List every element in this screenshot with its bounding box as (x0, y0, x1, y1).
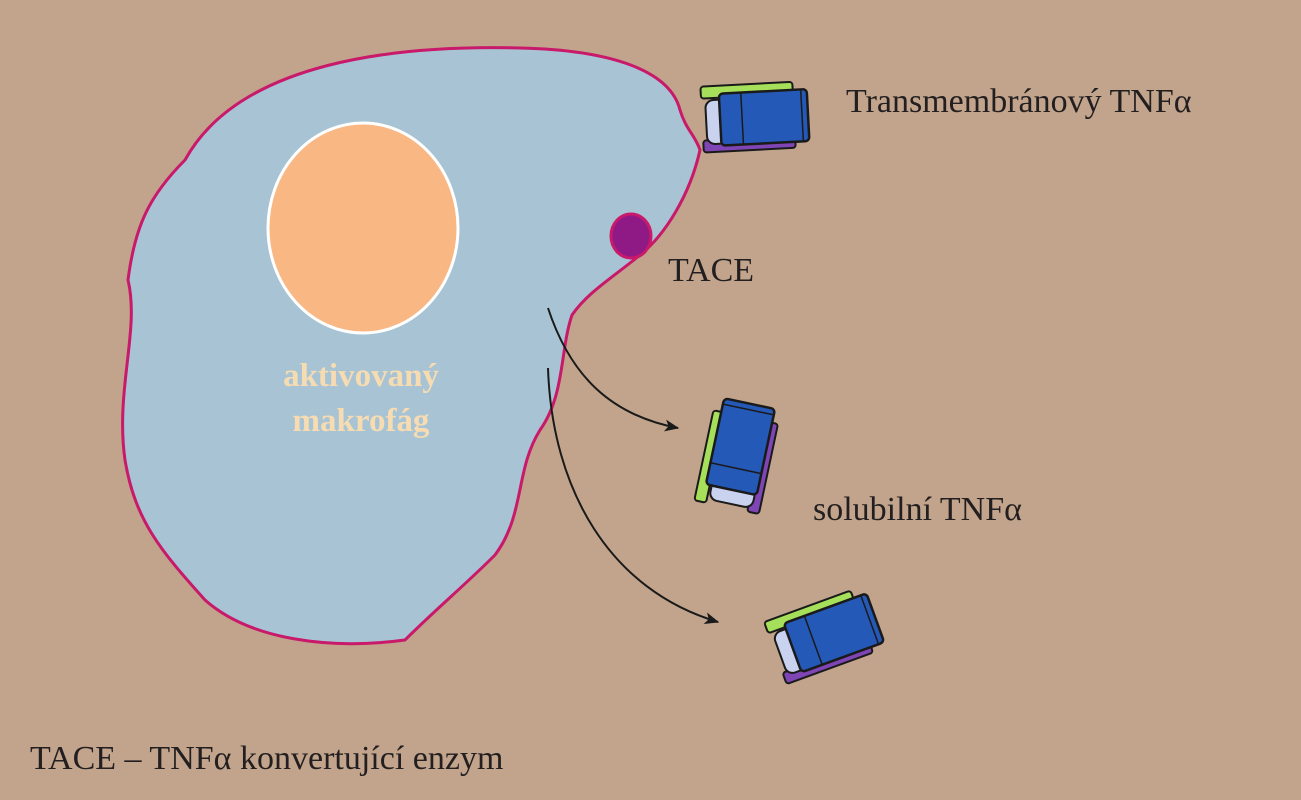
soluble-label: solubilní TNFα (813, 491, 1022, 528)
arrow-to-soluble-2 (547, 367, 720, 624)
nucleus (266, 121, 460, 335)
cell-label-line1: aktivovaný (283, 358, 439, 394)
cell-label-line2: makrofág (293, 403, 430, 439)
macrophage-cell (121, 46, 702, 646)
caption: TACE – TNFα konvertující enzym (30, 740, 503, 777)
tace-enzyme-icon (609, 212, 653, 260)
transmembrane-tnf-alpha-trimer-icon (699, 79, 811, 154)
arrow-to-soluble-1 (547, 307, 680, 432)
transmembrane-label: Transmembránový TNFα (846, 83, 1192, 120)
tace-label: TACE (668, 252, 754, 289)
